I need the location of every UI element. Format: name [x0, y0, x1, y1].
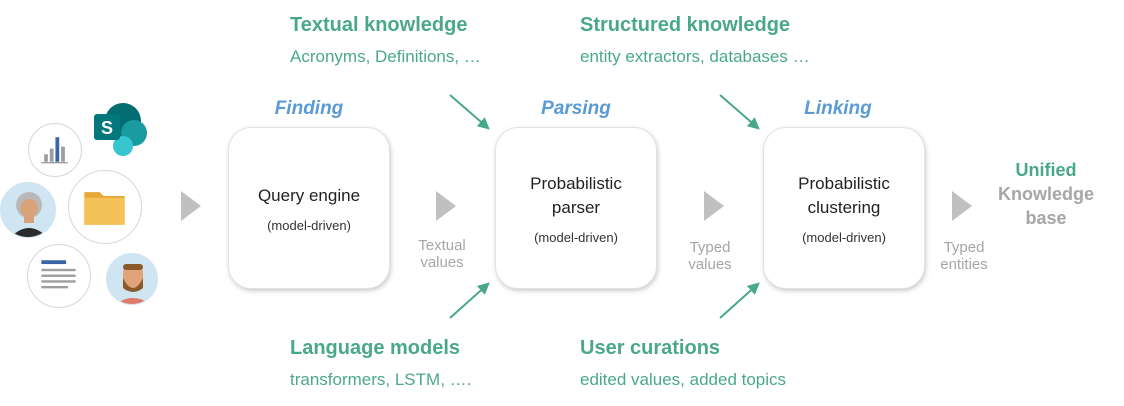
- unified-knowledge-base: Unified Knowledge base: [986, 158, 1106, 230]
- folder-icon: [68, 170, 142, 244]
- user-avatar-icon: [0, 182, 56, 238]
- box-title-line-2: clustering: [807, 197, 881, 217]
- document-icon: [27, 244, 91, 308]
- arrow-language-to-parser: [449, 282, 490, 319]
- box-subtitle: (model-driven): [534, 229, 618, 245]
- output-line-2: Knowledge: [997, 184, 1094, 204]
- flow-label-line: entities: [940, 256, 988, 273]
- textual-knowledge-examples: Acronyms, Definitions, …: [290, 47, 481, 66]
- sharepoint-icon: S: [94, 103, 147, 156]
- box-title-line-2: parser: [551, 197, 601, 217]
- chevron-right-icon: [436, 191, 456, 221]
- stage-label-linking: Linking: [804, 98, 872, 119]
- flow-label-line: Typed: [943, 239, 985, 256]
- arrow-textual-to-parser: [449, 94, 490, 130]
- output-line-1: Unified: [1015, 160, 1077, 180]
- flow-label-typed-entities: Typed entities: [919, 239, 1009, 273]
- user-curations-title: User curations: [580, 337, 721, 359]
- box-title: Query engine: [257, 185, 361, 205]
- user-curations-examples: edited values, added topics: [580, 370, 787, 389]
- box-title-line-1: Probabilistic: [798, 173, 890, 193]
- flow-label-textual-values: Textual values: [397, 237, 487, 271]
- flow-label-line: values: [420, 254, 464, 271]
- probabilistic-clustering-box: Probabilistic clustering (model-driven): [764, 128, 924, 288]
- probabilistic-parser-box: Probabilistic parser (model-driven): [496, 128, 656, 288]
- user-avatar-icon: [106, 253, 158, 305]
- chevron-right-icon: [952, 191, 972, 221]
- box-title-line-1: Probabilistic: [530, 173, 622, 193]
- structured-knowledge-examples: entity extractors, databases …: [580, 47, 810, 66]
- query-engine-box: Query engine (model-driven): [229, 128, 389, 288]
- arrow-structured-to-linking: [719, 94, 760, 130]
- chevron-right-icon: [704, 191, 724, 221]
- flow-label-line: values: [688, 256, 732, 273]
- svg-text:S: S: [101, 118, 113, 138]
- language-models-title: Language models: [290, 337, 461, 359]
- chart-icon: [28, 123, 82, 177]
- structured-knowledge-title: Structured knowledge: [580, 14, 791, 36]
- box-subtitle: (model-driven): [802, 229, 886, 245]
- stage-label-finding: Finding: [274, 98, 344, 119]
- chevron-right-icon: [181, 191, 201, 221]
- output-line-3: base: [1025, 208, 1067, 228]
- arrow-curations-to-linking: [719, 282, 760, 319]
- stage-label-parsing: Parsing: [541, 98, 611, 119]
- box-subtitle: (model-driven): [267, 217, 351, 233]
- textual-knowledge-title: Textual knowledge: [290, 14, 468, 36]
- flow-label-typed-values: Typed values: [665, 239, 755, 273]
- flow-label-line: Typed: [689, 239, 731, 256]
- flow-label-line: Textual: [418, 237, 466, 254]
- language-models-examples: transformers, LSTM, ….: [290, 370, 472, 389]
